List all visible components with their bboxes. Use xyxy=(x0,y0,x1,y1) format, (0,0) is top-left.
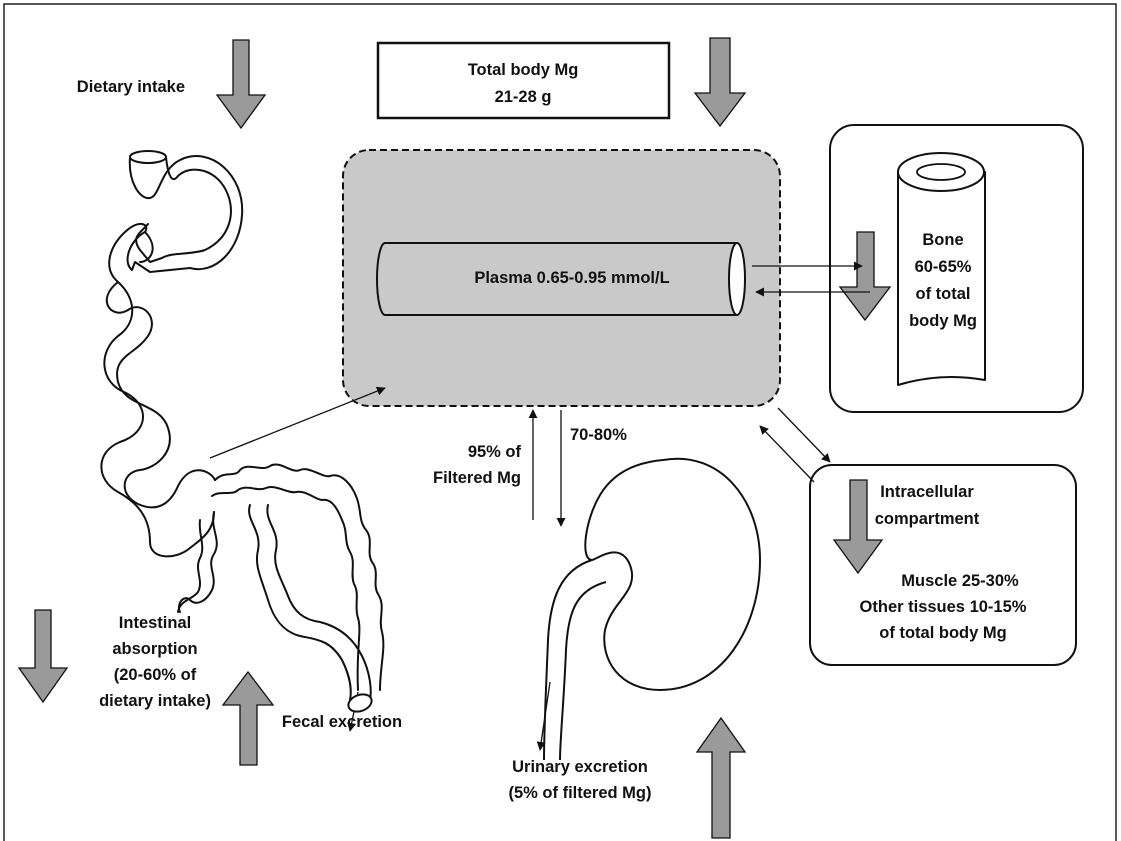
plasma-vessel: Plasma 0.65-0.95 mmol/L xyxy=(376,242,746,316)
intracellular-other: Other tissues 10-15% xyxy=(860,598,1027,616)
total-body-value: 21-28 g xyxy=(495,88,552,106)
intracellular-total: of total body Mg xyxy=(879,624,1006,642)
gastrointestinal-tract xyxy=(100,150,385,713)
total-body-box xyxy=(376,41,671,120)
intestinal-absorption-line1: Intestinal xyxy=(119,614,191,632)
intestinal-down-arrow xyxy=(17,609,69,704)
dietary-intake-down-arrow xyxy=(215,39,267,130)
dietary-intake-label: Dietary intake xyxy=(77,78,185,96)
total-body-title: Total body Mg xyxy=(468,61,579,79)
bone-down-arrow xyxy=(838,231,892,322)
bone-percent: 60-65% xyxy=(915,258,972,276)
fecal-up-arrow xyxy=(221,670,275,766)
bone-of-total: of total xyxy=(916,285,971,303)
intestinal-absorption-line4: dietary intake) xyxy=(99,692,211,710)
intracellular-compartment xyxy=(809,464,1077,666)
plasma-compartment xyxy=(342,149,781,407)
outer-frame xyxy=(3,3,1117,841)
intestinal-absorption-line2: absorption xyxy=(112,640,197,658)
reabsorption-label-2: Filtered Mg xyxy=(433,469,521,487)
intestinal-absorption-line3: (20-60% of xyxy=(114,666,197,684)
filtration-label: 70-80% xyxy=(570,426,627,444)
bone-body-mg: body Mg xyxy=(909,312,977,330)
plasma-to-intracellular-arrow xyxy=(777,407,831,463)
intracellular-muscle: Muscle 25-30% xyxy=(901,572,1019,590)
intracellular-subtitle: compartment xyxy=(875,510,980,528)
bone-title: Bone xyxy=(922,231,963,249)
fecal-excretion-label: Fecal excretion xyxy=(282,713,402,731)
intracellular-title: Intracellular xyxy=(880,483,974,501)
urinary-excretion-line2: (5% of filtered Mg) xyxy=(509,784,652,802)
total-body-down-arrow xyxy=(693,37,747,128)
urinary-excretion-line1: Urinary excretion xyxy=(512,758,648,776)
plasma-label: Plasma 0.65-0.95 mmol/L xyxy=(474,269,669,287)
kidney xyxy=(543,457,761,761)
urinary-up-arrow xyxy=(695,716,747,839)
intracellular-to-plasma-arrow xyxy=(759,425,815,483)
absorption-arrow xyxy=(209,386,386,459)
bone-cylinder xyxy=(897,152,986,386)
reabsorption-label-1: 95% of xyxy=(468,443,522,461)
bone-compartment xyxy=(829,124,1084,413)
intracellular-down-arrow xyxy=(832,479,884,575)
